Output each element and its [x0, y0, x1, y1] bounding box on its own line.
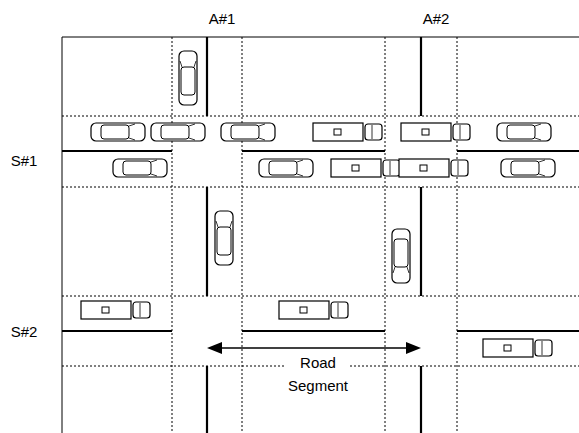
avenue-label: A#1: [209, 7, 236, 30]
frame: [62, 37, 579, 433]
segment-label: Road Segment: [286, 351, 350, 397]
vehicles: [81, 51, 555, 357]
street-label: S#1: [11, 149, 38, 172]
avenue-label: A#2: [423, 7, 450, 30]
lane-boundaries: [62, 37, 579, 433]
center-lines: [62, 37, 579, 433]
street-label: S#2: [11, 320, 38, 343]
